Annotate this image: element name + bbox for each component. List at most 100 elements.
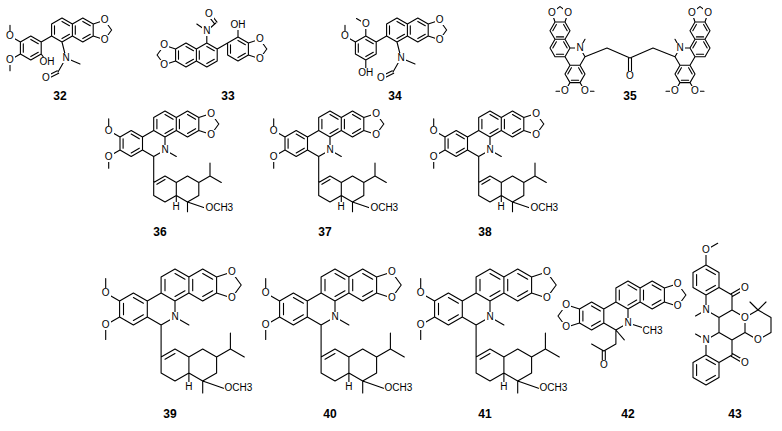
atom-label: O (261, 288, 271, 298)
compound-number: 33 (221, 90, 234, 102)
compound-number: 42 (621, 408, 634, 420)
atom-label: O (41, 73, 51, 83)
atom-label: O (387, 267, 397, 277)
atom-label: O (690, 86, 700, 96)
atom-label: O (387, 293, 397, 303)
atom-label: N (485, 312, 494, 322)
atom-label: OH (230, 20, 247, 30)
atom-label: O (563, 8, 573, 18)
atom-label: O (5, 55, 15, 65)
atom-label: H (172, 202, 181, 212)
atom-label: H (337, 202, 346, 212)
atom-label: H (344, 382, 353, 392)
atom-label: O (371, 109, 381, 119)
atom-label: O (753, 335, 763, 345)
atom-label: O (599, 360, 609, 370)
atom-label: O (740, 283, 750, 293)
compound-number: 41 (478, 408, 491, 420)
atom-label: N (396, 53, 405, 63)
atom-label: N (330, 312, 339, 322)
atom-label: O (255, 34, 265, 44)
atom-label: OCH3 (529, 203, 559, 213)
atom-label: O (673, 301, 683, 311)
atom-label: O (673, 279, 683, 289)
bond-lines (10, 7, 771, 393)
atom-label: O (687, 8, 697, 18)
atom-label: O (416, 288, 426, 298)
atom-label: O (547, 8, 557, 18)
atom-label: OCH3 (204, 203, 234, 213)
atom-label: H (497, 202, 506, 212)
compound-number: 38 (478, 226, 491, 238)
atom-label: O (670, 86, 680, 96)
atom-label: O (255, 54, 265, 64)
atom-label: O (701, 245, 711, 255)
atom-label: N (485, 145, 494, 155)
atom-label: O (159, 60, 169, 70)
atom-label: O (416, 320, 426, 330)
atom-label: O (435, 35, 445, 45)
atom-label: N (623, 318, 632, 328)
atom-label: O (371, 130, 381, 140)
atom-label: N (701, 335, 710, 345)
atom-label: O (5, 31, 15, 41)
atom-label: OCH3 (539, 383, 569, 393)
compound-number: 34 (388, 90, 401, 102)
atom-label: O (625, 71, 635, 81)
atom-label: OCH3 (384, 383, 414, 393)
atom-label: H (184, 382, 193, 392)
compound-number: 40 (323, 408, 336, 420)
atom-label: O (561, 322, 571, 332)
atom-label: O (429, 126, 439, 136)
atom-label: N (170, 312, 179, 322)
atom-label: O (340, 31, 350, 41)
atom-label: N (675, 43, 684, 53)
atom-label: O (206, 109, 216, 119)
atom-label: O (531, 130, 541, 140)
atom-label: OH (39, 57, 56, 67)
atom-label: N (325, 145, 334, 155)
atom-label: O (561, 300, 571, 310)
atom-label: O (361, 19, 371, 29)
atom-label: N (61, 53, 70, 63)
atom-label: O (542, 293, 552, 303)
atom-label: O (104, 152, 114, 162)
atom-label: OCH3 (369, 203, 399, 213)
compound-number: 35 (623, 90, 636, 102)
atom-label: O (429, 152, 439, 162)
compound-number: 37 (318, 226, 331, 238)
compound-number: 39 (163, 408, 176, 420)
atom-label: OCH3 (224, 383, 254, 393)
atom-label: N (701, 305, 710, 315)
atom-label: O (227, 293, 237, 303)
atom-label: O (206, 130, 216, 140)
atom-label: H (499, 382, 508, 392)
atom-label: O (100, 15, 110, 25)
atom-label: O (100, 35, 110, 45)
compound-number: 36 (153, 226, 166, 238)
atom-label: O (261, 320, 271, 330)
atom-label: O (703, 8, 713, 18)
atom-label: O (580, 86, 590, 96)
atom-label: O (531, 109, 541, 119)
atom-label: O (542, 267, 552, 277)
atom-label: O (159, 40, 169, 50)
atom-label: O (269, 152, 279, 162)
atom-label: O (376, 73, 386, 83)
atom-label: O (101, 320, 111, 330)
atom-label: O (227, 267, 237, 277)
atom-label: OH (357, 68, 374, 78)
compound-number: 43 (728, 408, 741, 420)
atom-label: O (435, 15, 445, 25)
atom-label: O (740, 358, 750, 368)
atom-label: O (101, 288, 111, 298)
atom-label: CH3 (642, 326, 664, 336)
atom-label: N (575, 43, 584, 53)
atom-label: O (740, 313, 750, 323)
atom-label: N (202, 26, 211, 36)
atom-label: O (560, 86, 570, 96)
atom-label: N (160, 145, 169, 155)
